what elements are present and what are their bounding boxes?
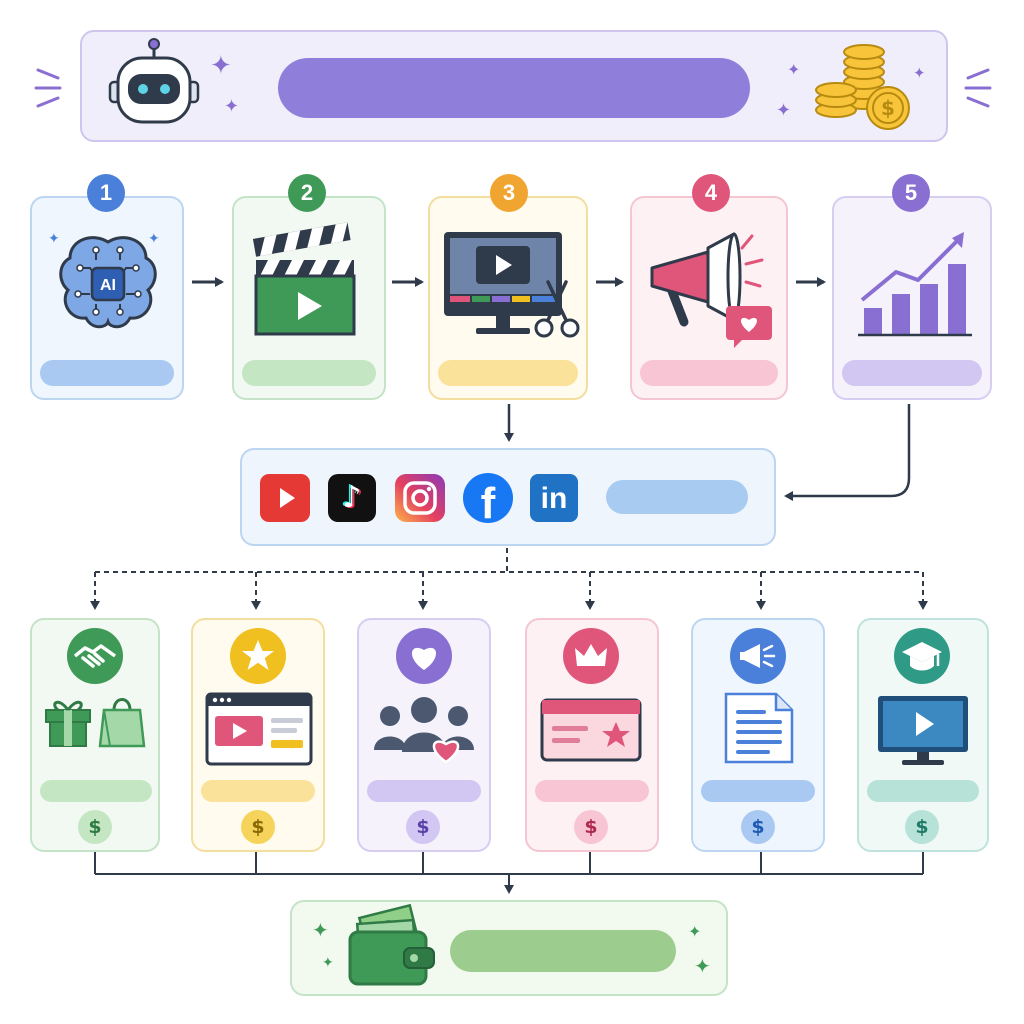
right-tick-marks [964,68,992,108]
sparkle-icon: ✦ [48,230,60,246]
sparkle-icon: ✦ [776,100,792,120]
shopping-bag-icon [98,698,146,748]
step-2-label-bar [242,360,376,386]
sparkle-icon: ✦ [322,954,334,970]
revenue-2-label-bar [201,780,315,802]
revenue-5-label-bar [701,780,815,802]
step-2-badge: 2 [288,174,326,212]
revenue-6-label-bar [867,780,979,802]
revenue-4-dollar-coin: $ [574,810,608,844]
video-webpage-icon [205,692,313,766]
instagram-icon [395,474,445,522]
step-3-badge: 3 [490,174,528,212]
step-5-label-bar [842,360,982,386]
megaphone-icon [650,232,772,348]
wallet-icon [348,903,435,986]
revenue-4-label-bar [535,780,649,802]
graduation-cap-icon [894,628,950,684]
sparkle-icon: ✦ [224,96,240,116]
merge-lines [94,852,924,894]
revenue-2-dollar-coin: $ [241,810,275,844]
header-title-bar [278,58,750,118]
tiktok-icon: ♪ [328,474,376,522]
robot-icon [108,38,200,124]
community-icon [374,697,474,764]
star-icon [230,628,286,684]
membership-card-icon [540,698,642,762]
coin-stack-icon: $ [815,44,910,130]
crown-icon [563,628,619,684]
left-tick-marks [34,68,62,108]
step-4-badge: 4 [692,174,730,212]
revenue-3-label-bar [367,780,481,802]
video-editing-icon [444,232,580,338]
clapperboard-icon [252,222,356,336]
dashed-distribution [90,548,928,610]
revenue-5-dollar-coin: $ [741,810,775,844]
youtube-icon [260,474,310,522]
svg-text:AI: AI [100,277,116,294]
sparkle-icon: ✦ [148,230,160,246]
gift-icon [45,700,91,747]
step-4-label-bar [640,360,778,386]
sparkle-icon: ✦ [787,62,801,79]
heart-icon [396,628,452,684]
linkedin-icon: in [530,474,578,522]
handshake-icon [67,628,123,684]
sparkle-icon: ✦ [694,956,711,978]
megaphone-icon [730,628,786,684]
revenue-6-dollar-coin: $ [905,810,939,844]
step-5-badge: 5 [892,174,930,212]
arrow-step5-platforms [784,404,911,501]
step-1-label-bar [40,360,174,386]
online-course-monitor-icon [878,696,968,765]
revenue-3-dollar-coin: $ [406,810,440,844]
ai-brain-icon: AI [59,236,157,329]
sparkle-icon: ✦ [688,924,702,941]
sparkle-icon: ✦ [210,50,232,80]
sparkle-icon: ✦ [913,65,926,82]
platforms-label-bar [606,480,748,514]
step-1-badge: 1 [87,174,125,212]
revenue-1-dollar-coin: $ [78,810,112,844]
wallet-label-bar [450,930,676,972]
step-3-label-bar [438,360,578,386]
document-icon [724,692,794,764]
revenue-1-label-bar [40,780,152,802]
svg-text:$: $ [881,96,895,120]
sparkle-icon: ✦ [312,920,329,942]
facebook-icon: f [463,473,513,523]
growth-chart-icon [858,232,972,337]
